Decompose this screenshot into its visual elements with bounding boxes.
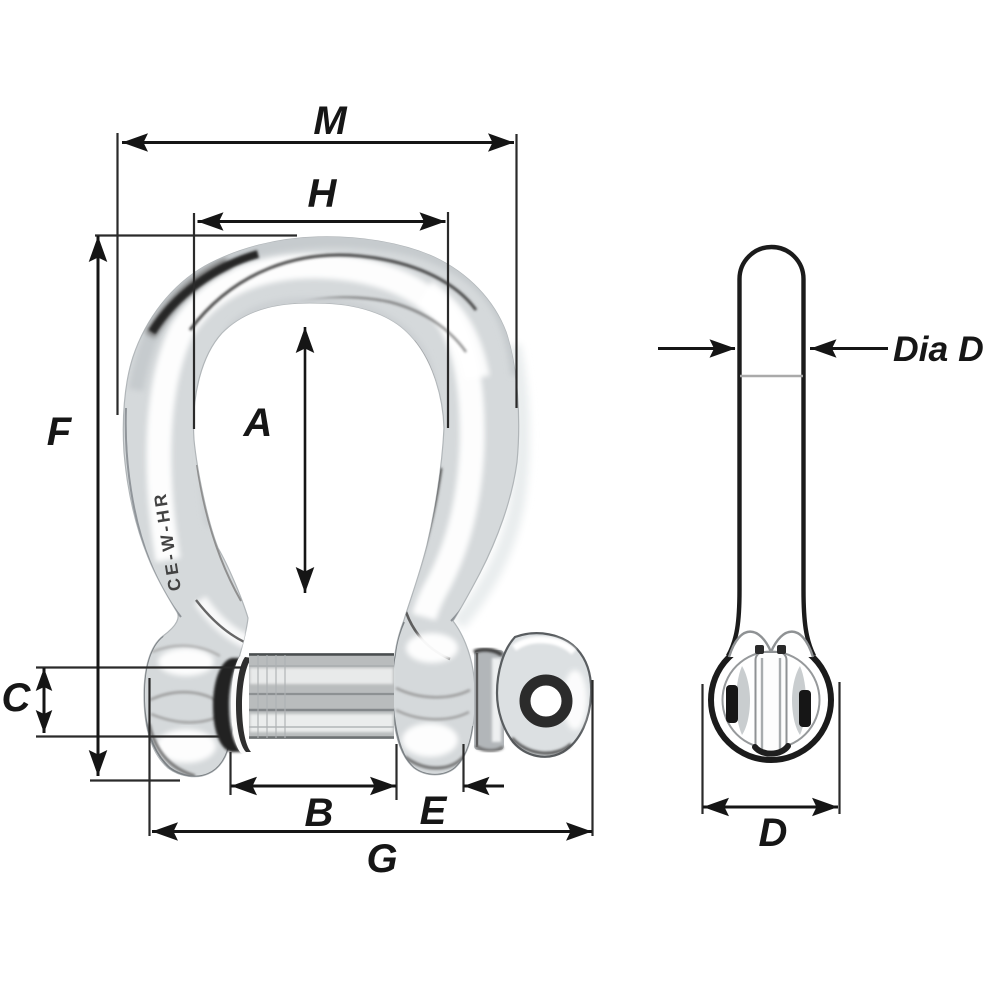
- svg-text:F: F: [47, 410, 73, 454]
- svg-text:H: H: [308, 172, 338, 216]
- svg-text:G: G: [366, 837, 397, 881]
- svg-text:E: E: [420, 789, 448, 833]
- svg-text:C: C: [2, 676, 32, 720]
- svg-text:A: A: [243, 401, 273, 445]
- svg-text:M: M: [313, 99, 348, 143]
- svg-text:D: D: [759, 811, 788, 855]
- svg-text:B: B: [305, 791, 334, 835]
- svg-text:Dia D: Dia D: [893, 329, 984, 369]
